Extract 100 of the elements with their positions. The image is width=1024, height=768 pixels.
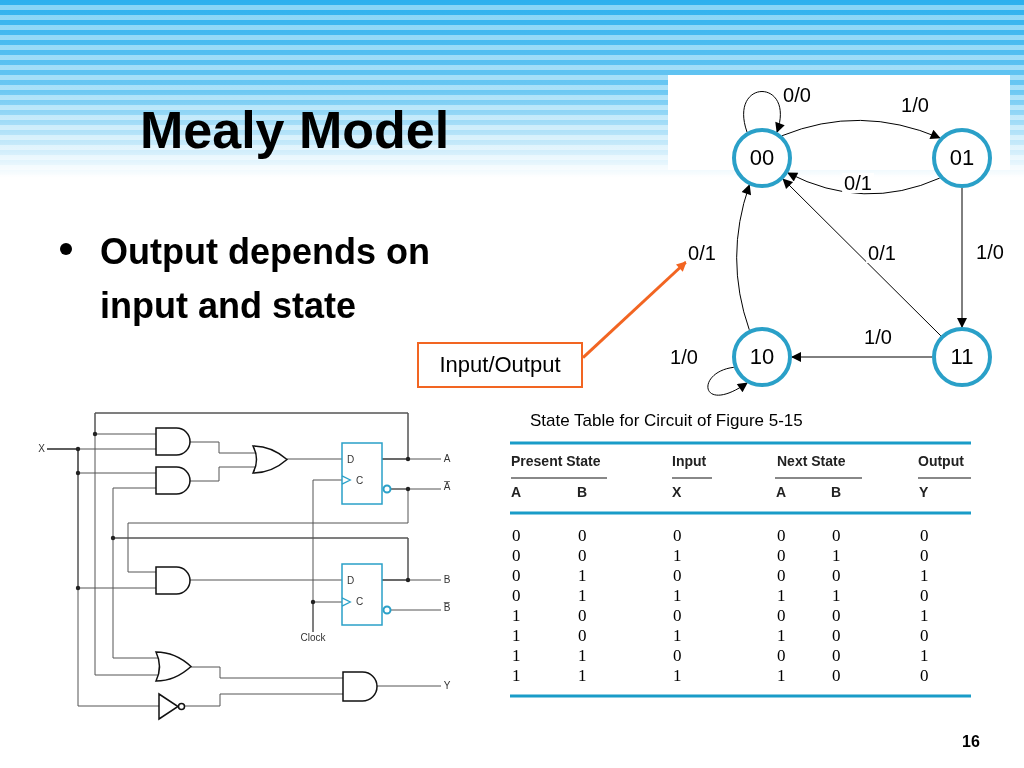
and-gate-symbol <box>155 427 191 456</box>
table-value: 0 <box>777 646 786 664</box>
or-gate-symbol <box>252 445 288 474</box>
table-value: 1 <box>512 666 521 684</box>
wire <box>286 458 343 460</box>
output-label: A <box>441 453 453 465</box>
table-value: 1 <box>578 586 587 604</box>
page-number: 16 <box>962 734 980 750</box>
table-value: 0 <box>512 566 521 584</box>
clock-label: Clock <box>297 632 329 644</box>
table-value: 0 <box>920 626 929 644</box>
table-value: 0 <box>673 526 682 544</box>
table-value: 0 <box>673 606 682 624</box>
column-header: Y <box>919 485 929 499</box>
wire <box>190 666 344 679</box>
table-value: 1 <box>920 566 929 584</box>
table-value: 0 <box>920 546 929 564</box>
and-gate-symbol <box>155 566 191 595</box>
table-value: 0 <box>832 606 841 624</box>
edge-label: 1/0 <box>862 327 894 347</box>
state-circle: 10 <box>732 327 792 387</box>
column-header: Present State <box>511 454 601 468</box>
wire <box>94 412 409 676</box>
edge-label: 1/0 <box>974 242 1006 262</box>
table-value: 1 <box>832 586 841 604</box>
table-value: 0 <box>673 646 682 664</box>
table-value: 0 <box>512 586 521 604</box>
column-header: A <box>511 485 522 499</box>
table-value: 1 <box>673 666 682 684</box>
wire <box>189 579 343 581</box>
table-value: 0 <box>920 526 929 544</box>
table-value: 1 <box>673 546 682 564</box>
arrow <box>743 91 784 133</box>
table-value: 1 <box>832 546 841 564</box>
table-value: 1 <box>512 606 521 624</box>
output-label: A̅ <box>441 481 453 496</box>
table-value: 0 <box>512 526 521 544</box>
table-value: 1 <box>512 646 521 664</box>
callout-box: Input/Output <box>417 342 583 388</box>
table-value: 1 <box>578 646 587 664</box>
arrow <box>957 187 967 328</box>
wire <box>189 466 256 482</box>
arrow <box>791 352 933 362</box>
table-value: 0 <box>578 626 587 644</box>
table-value: 0 <box>920 666 929 684</box>
wire <box>112 537 409 659</box>
table-value: 0 <box>578 526 587 544</box>
table-value: 0 <box>832 526 841 544</box>
table-value: 1 <box>578 566 587 584</box>
table-caption: State Table for Circuit of Figure 5-15 <box>530 411 803 429</box>
arrow <box>781 119 941 140</box>
table-value: 0 <box>920 586 929 604</box>
column-header: B <box>577 485 588 499</box>
wire <box>390 609 442 611</box>
not-gate-symbol <box>158 692 186 721</box>
column-header: Next State <box>777 454 846 468</box>
arrow <box>782 178 942 337</box>
table-value: 1 <box>920 646 929 664</box>
output-label: B̅ <box>441 602 453 617</box>
table-value: 0 <box>777 566 786 584</box>
and-gate-symbol <box>342 671 378 702</box>
input-label: X <box>36 443 47 455</box>
bullet-text: Output depends on input and state <box>100 230 431 328</box>
table-value: 0 <box>512 546 521 564</box>
output-label: Y <box>441 680 453 692</box>
table-value: 0 <box>777 546 786 564</box>
table-value: 1 <box>920 606 929 624</box>
arrow <box>707 366 748 396</box>
table-value: 1 <box>777 666 786 684</box>
table-value: 1 <box>578 666 587 684</box>
arrow <box>787 172 941 195</box>
table-value: 0 <box>832 666 841 684</box>
table-value: 1 <box>673 586 682 604</box>
wire <box>184 693 344 707</box>
table-value: 0 <box>832 626 841 644</box>
column-header: X <box>672 485 682 499</box>
edge-label: 0/1 <box>686 243 718 263</box>
edge-label: 0/1 <box>842 173 874 193</box>
or-gate-symbol <box>155 651 192 682</box>
output-label: B <box>441 574 453 586</box>
table-value: 0 <box>777 606 786 624</box>
table-value: 0 <box>832 566 841 584</box>
table-value: 1 <box>777 586 786 604</box>
column-header: A <box>776 485 787 499</box>
wire <box>376 685 442 687</box>
edge-label: 0/0 <box>781 85 813 105</box>
table-value: 1 <box>673 626 682 644</box>
wire <box>189 441 256 454</box>
table-value: 0 <box>832 646 841 664</box>
table-value: 0 <box>777 526 786 544</box>
arrow <box>736 184 752 331</box>
table-value: 1 <box>777 626 786 644</box>
column-header: B <box>831 485 842 499</box>
table-value: 0 <box>578 546 587 564</box>
wire <box>312 597 351 633</box>
edge-label: 0/1 <box>866 243 898 263</box>
state-circle: 11 <box>932 327 992 387</box>
and-gate-symbol <box>155 466 191 495</box>
column-header: Input <box>672 454 707 468</box>
table-value: 0 <box>673 566 682 584</box>
